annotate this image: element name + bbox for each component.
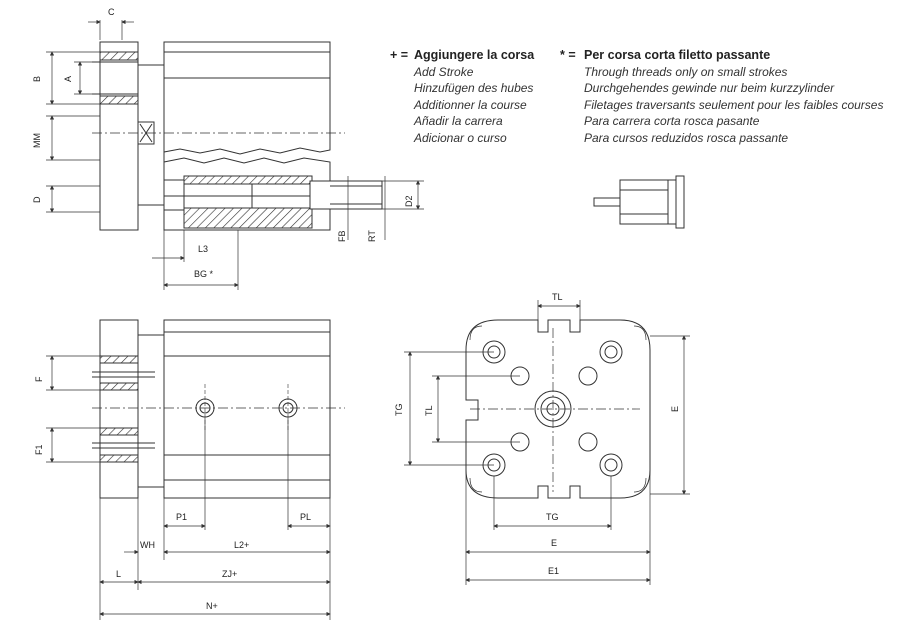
label-d2: D2 bbox=[404, 195, 414, 207]
side-view-dimensions bbox=[46, 19, 424, 290]
short-stroke-note-line: Filetages traversants seulement pour les… bbox=[584, 97, 884, 112]
stroke-note-line: Adicionar o curso bbox=[414, 130, 507, 145]
short-stroke-note-line: Through threads only on small strokes bbox=[584, 64, 788, 79]
label-pl: PL bbox=[300, 512, 311, 522]
short-stroke-note-title: Per corsa corta filetto passante bbox=[584, 48, 771, 62]
short-stroke-note-symbol: * = bbox=[560, 48, 576, 62]
label-tl-left: TL bbox=[424, 405, 434, 416]
stroke-note-symbol: + = bbox=[390, 48, 409, 62]
label-rt: RT bbox=[367, 230, 377, 242]
label-c: C bbox=[108, 7, 115, 17]
label-b: B bbox=[32, 76, 42, 82]
front-face-dimensions bbox=[404, 300, 690, 585]
short-stroke-note-line: Para cursos reduzidos rosca passante bbox=[584, 130, 789, 145]
short-stroke-note-line: Para carrera corta rosca pasante bbox=[584, 114, 760, 128]
stroke-note-line: Añadir la carrera bbox=[414, 114, 503, 128]
short-stroke-note: * = Per corsa corta filetto passante Thro… bbox=[560, 47, 883, 146]
label-wh: WH bbox=[140, 540, 155, 550]
short-stroke-section-icon bbox=[593, 175, 685, 229]
label-mm: MM bbox=[32, 133, 42, 148]
label-tg-bottom: TG bbox=[546, 512, 559, 522]
side-section-view bbox=[92, 41, 383, 231]
label-fb: FB bbox=[337, 230, 347, 242]
label-l: L bbox=[116, 569, 121, 579]
label-tg-left: TG bbox=[394, 404, 404, 417]
label-e-right: E bbox=[670, 406, 680, 412]
label-d: D bbox=[32, 196, 42, 203]
label-l3: L3 bbox=[198, 244, 208, 254]
stroke-note-title: Aggiungere la corsa bbox=[414, 48, 535, 62]
label-f: F bbox=[34, 376, 44, 382]
dimension-labels: C B A MM D D2 FB RT L3 BG * F F1 P1 PL W… bbox=[32, 7, 680, 611]
stroke-note: + = Aggiungere la corsa Add Stroke Hinzuf… bbox=[390, 47, 534, 146]
label-f1: F1 bbox=[34, 444, 44, 455]
label-zj: ZJ+ bbox=[222, 569, 237, 579]
stroke-note-line: Hinzufügen des hubes bbox=[414, 81, 534, 95]
label-n: N+ bbox=[206, 601, 218, 611]
label-e-bottom: E bbox=[551, 538, 557, 548]
label-l2: L2+ bbox=[234, 540, 249, 550]
label-a: A bbox=[63, 76, 73, 82]
stroke-note-line: Additionner la course bbox=[414, 97, 527, 112]
side-elevation-view bbox=[92, 319, 345, 499]
label-tl-top: TL bbox=[552, 292, 563, 302]
front-face-view bbox=[465, 319, 651, 499]
stroke-note-line: Add Stroke bbox=[414, 64, 474, 79]
label-bg: BG * bbox=[194, 269, 214, 279]
short-stroke-note-line: Durchgehendes gewinde nur beim kurzzylin… bbox=[584, 81, 835, 95]
label-e1: E1 bbox=[548, 566, 559, 576]
elevation-dimensions bbox=[46, 355, 331, 620]
label-p1: P1 bbox=[176, 512, 187, 522]
